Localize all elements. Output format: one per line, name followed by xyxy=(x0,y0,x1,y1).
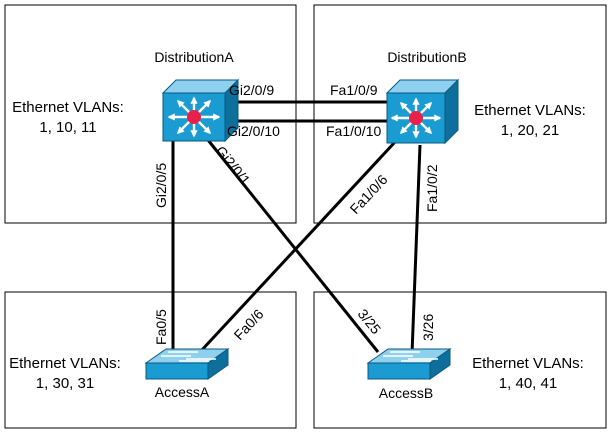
access-a-vlans-label: Ethernet VLANs: xyxy=(9,355,121,372)
access-b-name: AccessB xyxy=(379,385,433,401)
access-b-vlans: 1, 40, 41 xyxy=(499,375,557,392)
link-dista-accessb xyxy=(206,139,380,353)
access-b-switch-icon[interactable] xyxy=(366,348,452,380)
port-label-fa1-0-6: Fa1/0/6 xyxy=(346,171,390,217)
distribution-a-vlans-label: Ethernet VLANs: xyxy=(12,99,124,116)
port-label-gi2-0-1: Gi2/0/1 xyxy=(213,143,254,188)
port-label-fa1-0-9: Fa1/0/9 xyxy=(330,82,378,98)
access-a-switch-icon[interactable] xyxy=(144,348,230,380)
links xyxy=(171,100,422,355)
distribution-b-name: DistributionB xyxy=(387,49,466,65)
port-label-gi2-0-10: Gi2/0/10 xyxy=(227,123,280,139)
port-label-fa1-0-10: Fa1/0/10 xyxy=(326,123,381,139)
port-label-fa1-0-2: Fa1/0/2 xyxy=(424,164,440,212)
port-label-gi2-0-5: Gi2/0/5 xyxy=(153,163,169,208)
distribution-a-name: DistributionA xyxy=(154,49,234,65)
port-label-3-25: 3/25 xyxy=(355,306,385,337)
port-label-gi2-0-9: Gi2/0/9 xyxy=(229,82,274,98)
port-label-fa0-5: Fa0/5 xyxy=(153,309,169,345)
access-a-vlans: 1, 30, 31 xyxy=(36,375,94,392)
distribution-a-switch-icon[interactable] xyxy=(161,78,240,143)
access-a-name: AccessA xyxy=(155,384,210,400)
distribution-b-area xyxy=(313,4,607,224)
access-b-vlans-label: Ethernet VLANs: xyxy=(472,355,584,372)
distribution-b-switch-icon[interactable] xyxy=(385,78,460,145)
link-distb-accessb xyxy=(410,144,422,355)
distribution-b-vlans-label: Ethernet VLANs: xyxy=(474,102,586,119)
distribution-a-area xyxy=(4,4,297,224)
link-distb-accessa xyxy=(198,140,397,354)
access-a-area xyxy=(4,291,297,429)
port-label-3-26: 3/26 xyxy=(420,314,436,341)
distribution-a-vlans: 1, 10, 11 xyxy=(39,119,96,136)
access-b-area xyxy=(313,291,607,429)
distribution-b-vlans: 1, 20, 21 xyxy=(501,122,559,139)
